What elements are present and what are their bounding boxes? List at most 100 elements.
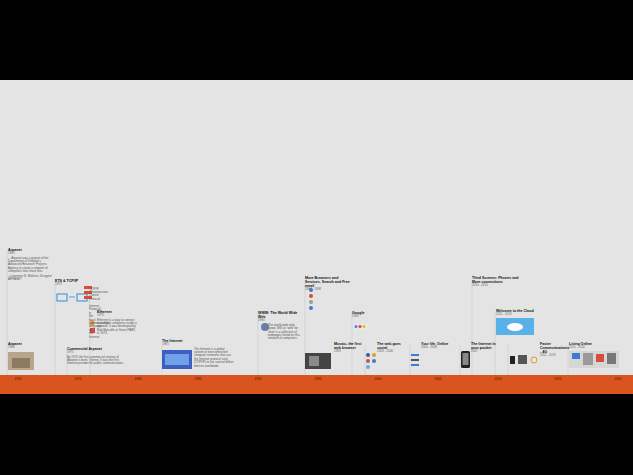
event-date: 1969	[8, 252, 52, 255]
event-date: 1969	[8, 346, 38, 349]
logo	[359, 325, 362, 328]
logo	[411, 359, 419, 361]
phone	[461, 351, 470, 368]
timeline-bar	[0, 375, 633, 394]
collage	[572, 353, 580, 359]
event-title: WWW: The World Wide Web	[258, 311, 302, 319]
event-note: The Internet is a global system of inter…	[194, 348, 234, 369]
network-icon	[90, 321, 95, 326]
photo	[162, 350, 192, 369]
cloud-picture	[507, 323, 523, 331]
photo	[12, 358, 30, 368]
device-icon	[518, 355, 527, 364]
collage	[607, 353, 616, 364]
axis-year: 1975	[74, 377, 81, 381]
event-title: The Internet in your pocket	[471, 342, 499, 350]
timeline-event: The Internet1983The Internet is a global…	[162, 339, 234, 368]
timeline-event: The web goes social2003 - 2006	[377, 342, 405, 355]
bottom-band	[0, 394, 633, 475]
event-date: 2003 - 2006	[377, 350, 405, 353]
screenshot	[305, 353, 331, 369]
server-icon	[84, 286, 92, 289]
event-title: Faster Communications - 4G	[540, 342, 566, 354]
event-date: 2010 - 2015	[472, 284, 522, 287]
logo	[372, 353, 376, 357]
photo	[165, 354, 189, 365]
event-title: The web goes social	[377, 342, 405, 350]
ground	[0, 80, 633, 375]
stems	[7, 250, 568, 375]
network-icon	[90, 328, 95, 333]
device-icon	[510, 356, 515, 364]
screenshot	[309, 356, 319, 366]
collage	[583, 353, 593, 365]
logo	[363, 325, 366, 328]
photo	[8, 352, 34, 370]
timeline-event: Living Online2015 - 2020	[569, 342, 613, 351]
logo	[411, 354, 419, 356]
top-band	[0, 0, 633, 80]
event-date: 2015 - 2020	[569, 346, 613, 349]
axis-year: 2005	[434, 377, 441, 381]
timeline-event: Your life, Online2004 - 2008	[421, 342, 451, 351]
event-date: 1973	[55, 283, 85, 286]
server-icon	[84, 291, 92, 294]
event-date: 1998	[352, 315, 376, 318]
event-title: Third Screens: Phones and More connectio…	[472, 276, 522, 284]
event-date: 1983	[162, 343, 234, 346]
event-date: 2011 - 2013	[496, 313, 540, 316]
timeline-event: Ethernet1973Ethernet is a way to connect…	[97, 310, 137, 336]
logo	[353, 324, 369, 329]
logo	[309, 294, 313, 298]
timeline-event: ETS & TCP/IP1973TCP/IP (Transmission Con…	[55, 279, 85, 339]
timeline-event: The Internet in your pocket2007	[471, 342, 499, 355]
phone	[463, 353, 469, 365]
logo	[366, 353, 370, 357]
logo	[411, 364, 419, 366]
axis-year: 1985	[194, 377, 201, 381]
timeline-event: Faster Communications - 4G2011 - 2015	[540, 342, 566, 359]
timeline-event: Arpanet1969	[8, 342, 38, 351]
event-title: Commercial Arpanet	[67, 347, 127, 351]
event-date: 1975	[67, 351, 127, 354]
link-icon	[69, 297, 75, 298]
logo	[366, 359, 370, 363]
event-title: Mosaic, the first web browser	[334, 342, 362, 350]
collage	[596, 354, 604, 362]
event-date: 1990	[258, 319, 302, 322]
axis-year: 2015	[554, 377, 561, 381]
device-icon	[531, 357, 537, 363]
logo	[372, 359, 376, 363]
logo	[366, 365, 370, 369]
computer-icon	[57, 294, 67, 301]
event-date: 2004 - 2008	[421, 346, 451, 349]
timeline-event: Google1998	[352, 311, 376, 320]
axis-year: 2000	[374, 377, 381, 381]
timeline-event: Welcome to the Cloud2011 - 2013	[496, 309, 540, 318]
timeline-event: More Browsers and Services, Search and F…	[305, 276, 355, 293]
event-note: ... Arpanet was a project of the Departm…	[8, 257, 52, 274]
event-date: 2011 - 2015	[540, 354, 566, 357]
event-note: The world wide web (www, W3) or 'web' fo…	[268, 324, 302, 341]
globe-icon	[261, 323, 269, 331]
event-date: 1973	[97, 314, 137, 317]
timeline-event: Third Screens: Phones and More connectio…	[472, 276, 522, 289]
event-note: Ethernet is a way to connect to multiple…	[97, 319, 137, 336]
timeline-event: Arpanet1969... Arpanet was a project of …	[8, 248, 52, 282]
server-icon	[84, 296, 92, 299]
event-date: 1993	[334, 350, 362, 353]
axis-year: 2020	[614, 377, 621, 381]
event-date: 2007	[471, 350, 499, 353]
event-title: The Internet	[162, 339, 234, 343]
axis-year: 1990	[254, 377, 261, 381]
logo	[355, 325, 358, 328]
event-title: More Browsers and Services, Search and F…	[305, 276, 355, 288]
event-note: By 1975 the first commercial version of …	[67, 356, 127, 366]
axis-year: 1995	[314, 377, 321, 381]
timeline-event: Commercial Arpanet1975 By 1975 the first …	[67, 347, 127, 366]
cloud-picture	[496, 318, 534, 335]
axis-year: 1970	[14, 377, 21, 381]
timeline-event: WWW: The World Wide Web1990The world wid…	[258, 311, 302, 341]
